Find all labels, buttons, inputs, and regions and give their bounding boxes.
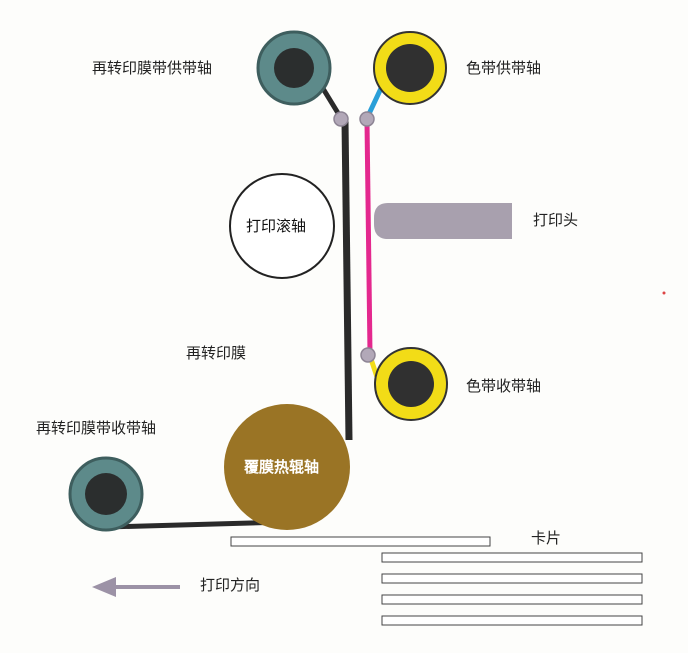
print-head: [374, 203, 512, 239]
label-platen-roller: 打印滚轴: [246, 217, 307, 235]
label-transfer-film-supply: 再转印膜带供带轴: [92, 59, 213, 77]
label-transfer-film: 再转印膜: [186, 344, 247, 362]
label-print-direction: 打印方向: [200, 576, 261, 594]
transfer-film-supply-roll: [256, 30, 332, 106]
label-ribbon-supply: 色带供带轴: [466, 59, 542, 77]
guide-roller-film: [333, 111, 349, 127]
ribbon-segment-magenta: [364, 121, 373, 354]
guide-roller-ribbon-bottom: [360, 347, 376, 363]
film-segment-bottom: [107, 519, 286, 530]
card-stack: [381, 552, 643, 626]
label-ribbon-takeup: 色带收带轴: [466, 377, 542, 395]
label-card: 卡片: [531, 529, 562, 547]
card-stack-sheet: [381, 615, 643, 626]
card-stack-sheet: [381, 552, 643, 563]
label-transfer-film-takeup: 再转印膜带收带轴: [36, 419, 157, 437]
transfer-film-takeup-roll: [68, 456, 144, 532]
guide-roller-ribbon-top: [359, 111, 375, 127]
stray-dot: [662, 291, 666, 295]
film-segment-vertical: [341, 120, 353, 441]
card-stack-sheet: [381, 573, 643, 584]
label-print-head: 打印头: [533, 211, 579, 229]
card-stack-sheet: [381, 594, 643, 605]
platen-roller: [229, 173, 335, 279]
heat-roller: [224, 404, 350, 530]
print-direction-arrow-icon: [92, 577, 180, 597]
ribbon-supply-roll: [373, 31, 447, 105]
ribbon-takeup-roll: [374, 347, 448, 421]
label-heat-roller: 覆膜热辊轴: [244, 458, 320, 476]
card-in-transfer: [230, 536, 491, 547]
